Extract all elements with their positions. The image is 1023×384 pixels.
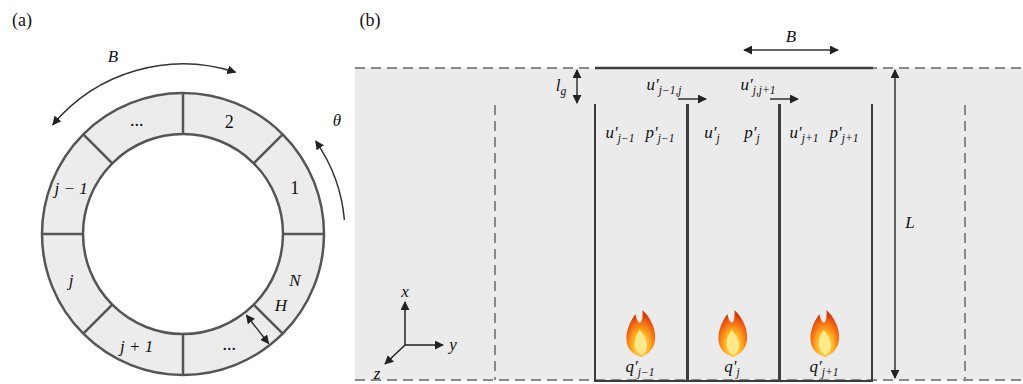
label: lg xyxy=(556,77,567,94)
label: z xyxy=(374,365,381,382)
dimension-arrow xyxy=(894,70,896,378)
dimension-arrow xyxy=(576,70,578,103)
channel-variable: u′j−1 xyxy=(606,124,635,141)
dimension-arrow xyxy=(246,315,268,343)
channel-variable: u′j+1 xyxy=(790,124,819,141)
flow-arrow xyxy=(678,98,706,100)
channel: u′j p′j q′j xyxy=(686,104,781,382)
channel-variable: p′j xyxy=(744,124,759,141)
channel-variable: q′j+1 xyxy=(810,358,839,375)
channel-variable: u′j xyxy=(704,124,719,141)
flames xyxy=(626,310,839,357)
arc-arrow xyxy=(53,64,236,125)
flame xyxy=(718,310,747,357)
sector-divider xyxy=(83,134,112,163)
flow-arrow xyxy=(770,98,798,100)
channel-variable: q′j−1 xyxy=(626,358,655,375)
channel: u′j−1 p′j−1 q′j−1 xyxy=(594,104,689,382)
label: j + 1 xyxy=(120,337,153,354)
flame xyxy=(810,310,839,357)
dashed-boundary xyxy=(494,105,496,380)
dashed-boundary xyxy=(964,105,966,380)
channel: u′j+1 p′j+1 q′j+1 xyxy=(778,104,873,382)
label: ... xyxy=(130,111,144,129)
label: j − 1 xyxy=(55,179,88,196)
label: B xyxy=(786,28,796,45)
label: 1 xyxy=(290,179,299,197)
label: 2 xyxy=(225,113,234,131)
label: x xyxy=(401,283,409,300)
sector-divider xyxy=(83,305,112,334)
top-plate xyxy=(595,67,873,70)
sector-divider xyxy=(254,134,283,163)
dashed-boundary xyxy=(355,67,1023,69)
sector-divider xyxy=(182,334,185,375)
label: y xyxy=(449,336,457,353)
annulus xyxy=(42,93,324,375)
channel-variable: p′j+1 xyxy=(830,124,859,141)
axes xyxy=(385,302,443,364)
label: L xyxy=(905,214,914,231)
label: j xyxy=(69,272,74,289)
arc-arrow xyxy=(316,141,345,220)
label: H xyxy=(275,297,287,314)
sector-divider xyxy=(283,233,324,236)
sector-divider xyxy=(42,233,83,236)
sector-divider xyxy=(182,93,185,134)
label: ... xyxy=(223,335,237,353)
domain-ground xyxy=(355,68,1023,380)
label: (b) xyxy=(360,11,381,29)
channel-variable: q′j xyxy=(724,358,739,375)
label: u′j−1,j xyxy=(646,76,681,93)
label: B xyxy=(108,48,118,65)
label: u′j,j+1 xyxy=(740,76,775,93)
label: θ xyxy=(333,112,341,129)
label: N xyxy=(289,272,300,289)
label: (a) xyxy=(12,11,32,29)
flame xyxy=(626,310,655,357)
dimension-arrow xyxy=(744,49,838,51)
channel-variable: p′j−1 xyxy=(646,124,675,141)
